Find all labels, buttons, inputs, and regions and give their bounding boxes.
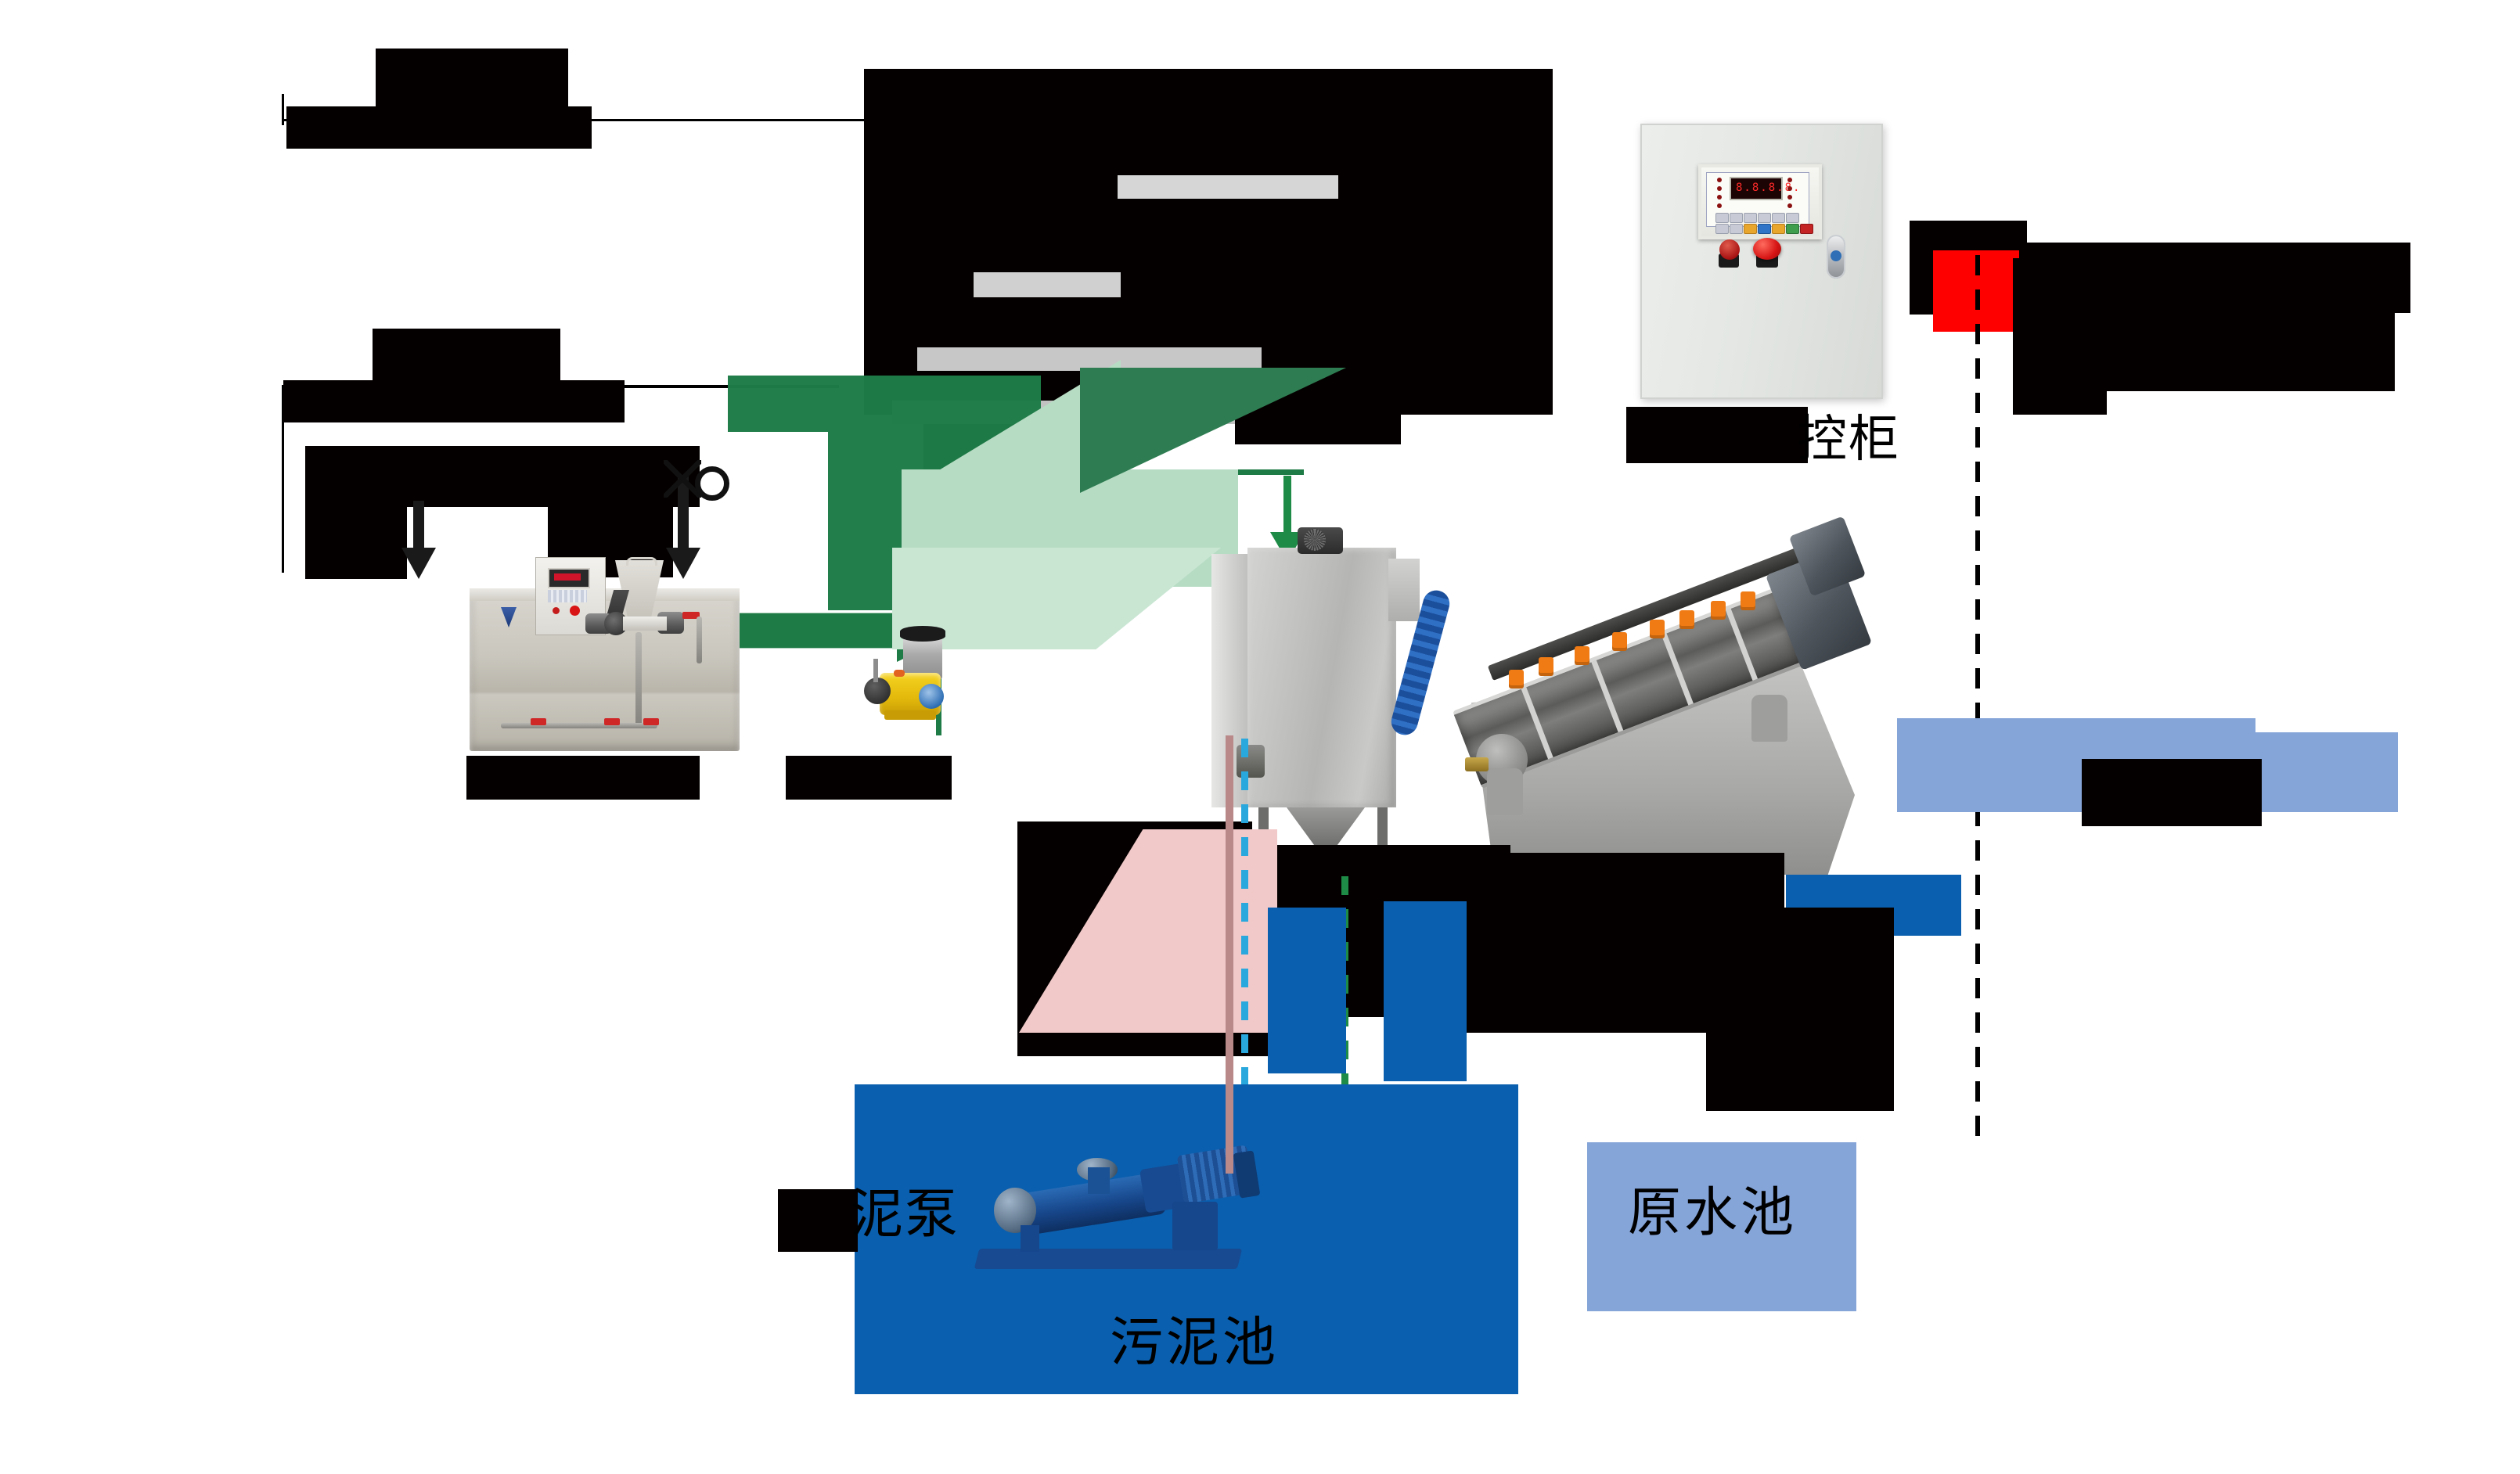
raw-water-pool-label: 原水池 [1628,1182,1798,1244]
redacted-mid-left-title [373,329,560,385]
redacted-bottom-blue-bar-2 [1384,901,1467,1081]
skid-valve-2 [604,718,620,725]
skid-downpipe [635,632,642,728]
dosing-indicator-red [553,607,560,614]
connector-left-bracket-v [282,385,284,573]
screw-press-dewaterer [1445,509,1891,900]
skid-valve-top [682,612,700,619]
sludge-pool-notch [855,1111,949,1394]
screw-pump-foot-right [1172,1202,1218,1250]
redacted-mid-left-body-2 [305,501,407,579]
redacted-right-mid-caption [2082,759,2262,826]
raw-water-pool [1587,1142,1856,1311]
connector-top-left-drop [282,94,284,125]
redacted-cabinet-caption-prefix [1626,407,1808,463]
metering-pump-motor [903,635,942,679]
skid-valve-3 [643,718,659,725]
redacted-mid-center-caption [1235,402,1401,444]
control-cabinet-label: 控柜 [1797,411,1900,469]
redacted-top-center-highlight-2 [974,272,1121,297]
flocculation-mixer-fan [1304,529,1326,551]
redacted-sludge-pump-prefix [778,1189,858,1252]
cabinet-display-value: 8.8.8.8. [1736,182,1802,194]
skid-valve-1 [531,718,546,725]
hopper-tray [623,617,667,631]
redacted-pump-caption [786,756,952,800]
cabinet-digital-display: 8.8.8.8. [1730,177,1799,200]
effluent-dashed-line [1975,255,1980,1139]
redacted-right-text-block-3 [2013,258,2107,415]
mixer-o-symbol [695,466,729,501]
redacted-top-left-subtitle [286,106,592,149]
redacted-dose-caption [466,756,700,800]
cabinet-emergency-stop-button[interactable] [1753,238,1781,260]
sludge-pool-label: 污泥池 [1110,1312,1280,1374]
metering-pump-relief [894,670,905,677]
sludge-screw-pump [970,1145,1268,1299]
redacted-top-center-highlight-1 [1118,175,1338,199]
screw-pump-foot-left [1021,1225,1039,1252]
redacted-top-left-title [376,49,568,106]
redacted-bottom-blue-bar-1 [1268,908,1346,1073]
screw-pump-baseplate [974,1249,1243,1269]
electrical-control-cabinet: 8.8.8.8. [1640,124,1883,399]
metering-pump-foot [884,710,936,720]
redacted-center-lower-block-4 [1706,908,1894,1111]
sludge-pump-label: 泥泵 [850,1184,960,1246]
dosing-estop [570,606,580,616]
skid-right-riser [697,617,702,663]
cabinet-alarm-horn [1719,239,1740,260]
sludge-suction-riser [1226,735,1233,1174]
cabinet-door-lock[interactable] [1827,235,1845,279]
arrow-dose-down-2-head [666,548,700,579]
polymer-feed-line [1283,476,1291,546]
filtrate-return-dashed-line [1241,739,1248,1271]
tank-discharge-cone [1287,807,1365,848]
screw-press-brass-fitting [1465,757,1489,771]
redacted-mid-left-subtitle [283,380,625,422]
metering-pump-suction [873,659,878,682]
connector-top-horizontal [282,119,908,121]
polymer-dosing-skid [470,557,740,753]
redacted-mid-left-body [305,446,700,507]
screw-pump-discharge-neck [1088,1167,1110,1194]
metering-pump-stroke-dial [919,684,944,709]
metering-pump-fan-cover [900,626,945,642]
dosing-display [548,568,590,588]
cabinet-hmi-bezel: 8.8.8.8. [1698,164,1822,239]
redacted-top-center-highlight-3 [917,347,1262,371]
skid-bottom-header [501,723,657,728]
arrow-dose-down-1-head [401,548,436,579]
arrow-dose-down-1 [413,501,424,562]
chemical-metering-pump [861,618,986,743]
